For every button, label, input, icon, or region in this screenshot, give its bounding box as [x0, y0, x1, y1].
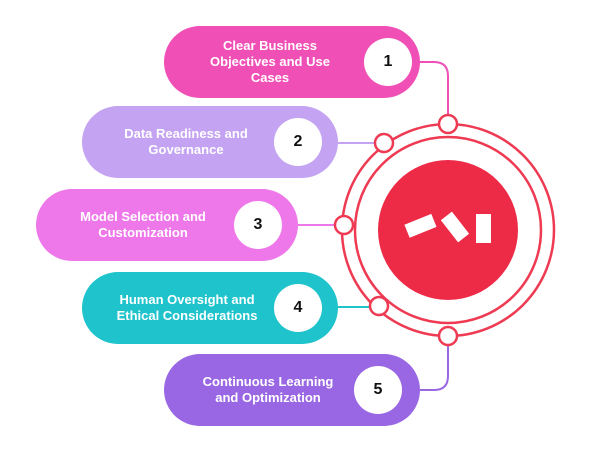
step-label: Human Oversight and Ethical Consideratio… — [116, 292, 258, 323]
step-pill-5: Continuous Learning and Optimization 5 — [164, 354, 420, 426]
ring-node-5 — [437, 325, 459, 347]
step-pill-3: Model Selection and Customization 3 — [36, 189, 298, 261]
connector-1 — [420, 61, 449, 122]
step-label: Model Selection and Customization — [80, 209, 206, 240]
step-label: Clear Business Objectives and Use Cases — [210, 38, 330, 85]
connector-5 — [420, 336, 449, 391]
ring-node-1 — [437, 113, 459, 135]
step-pill-1: Clear Business Objectives and Use Cases … — [164, 26, 420, 98]
logo-bar-right — [476, 214, 491, 243]
logo-bar-middle — [440, 211, 470, 243]
step-pill-2: Data Readiness and Governance 2 — [82, 106, 338, 178]
step-number-badge: 4 — [274, 284, 322, 332]
ring-node-2 — [373, 132, 395, 154]
ring-node-3 — [333, 214, 355, 236]
inner-ring — [353, 135, 543, 325]
ring-node-4 — [368, 295, 390, 317]
step-pill-4: Human Oversight and Ethical Consideratio… — [82, 272, 338, 344]
step-number-badge: 2 — [274, 118, 322, 166]
logo-bar-left — [404, 213, 437, 238]
step-number-badge: 1 — [364, 38, 412, 86]
brand-logo-icon — [404, 211, 491, 243]
step-label: Data Readiness and Governance — [124, 126, 248, 157]
hub-circle — [378, 160, 518, 300]
step-number-badge: 5 — [354, 366, 402, 414]
step-label: Continuous Learning and Optimization — [202, 374, 334, 405]
step-number-badge: 3 — [234, 201, 282, 249]
